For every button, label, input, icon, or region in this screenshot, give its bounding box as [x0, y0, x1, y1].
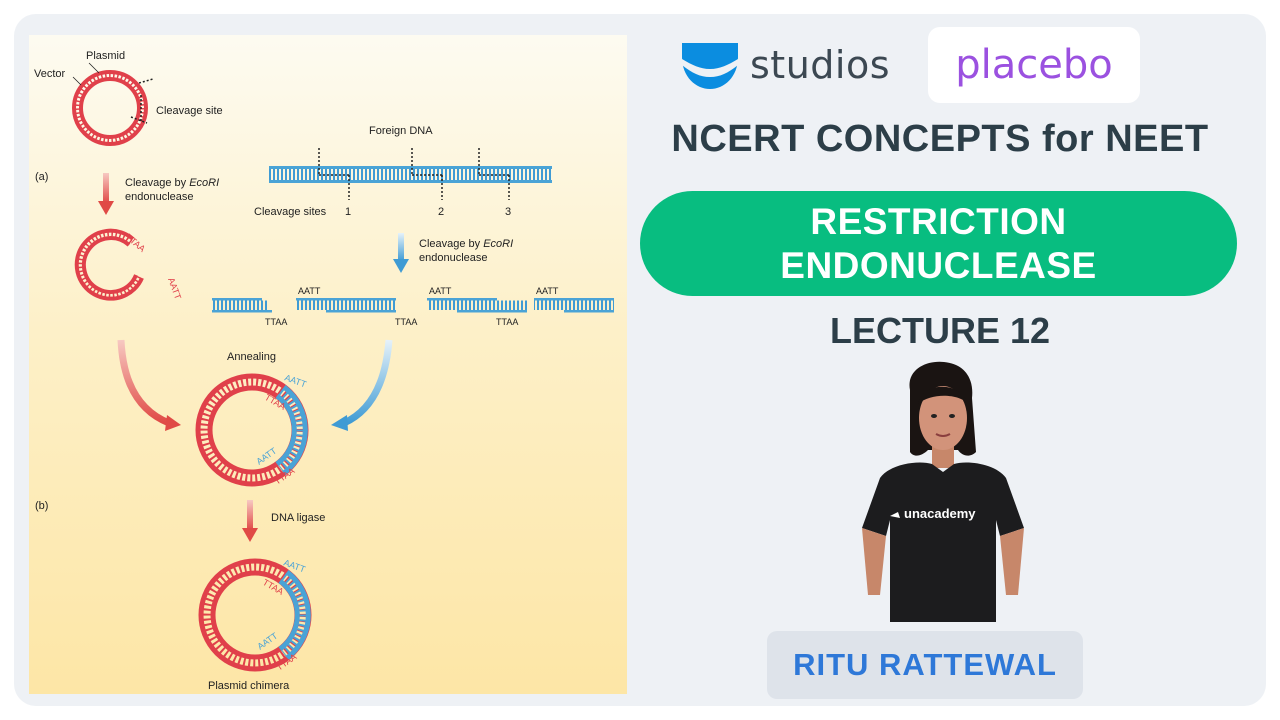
- course-title: NCERT CONCEPTS for NEET: [671, 118, 1209, 160]
- label-plasmid-chimera: Plasmid chimera: [208, 680, 290, 692]
- presenter-name-box: RITU RATTEWAL: [767, 631, 1083, 699]
- red-down-arrow-icon: [98, 173, 114, 215]
- label-endonuclease-left: endonuclease: [125, 191, 194, 203]
- label-endonuclease-right: endonuclease: [419, 252, 488, 264]
- fragment-ttaa-2: TTAA: [395, 317, 417, 327]
- label-site-3: 3: [505, 206, 511, 218]
- red-down-arrow-2-icon: [242, 500, 258, 542]
- shirt-logo-text: unacademy: [904, 506, 976, 521]
- label-dna-ligase: DNA ligase: [271, 512, 325, 524]
- studios-brand: studios: [680, 35, 890, 95]
- label-cleavage-site: Cleavage site: [156, 105, 223, 117]
- studios-wordmark: studios: [750, 43, 891, 87]
- blue-curved-arrow-icon: [331, 339, 393, 431]
- label-cleavage-sites: Cleavage sites: [254, 206, 327, 218]
- label-foreign-dna: Foreign DNA: [369, 125, 433, 137]
- topic-line-1: RESTRICTION: [810, 200, 1067, 242]
- fragment-aatt-3: AATT: [536, 286, 559, 296]
- label-part-a: (a): [35, 171, 48, 183]
- label-site-2: 2: [438, 206, 444, 218]
- label-site-1: 1: [345, 206, 351, 218]
- topic-line-2: ENDONUCLEASE: [780, 244, 1097, 286]
- fragment-ttaa-1: TTAA: [265, 317, 287, 327]
- presenter-name: RITU RATTEWAL: [793, 647, 1057, 682]
- plasmid-vector-ring: [72, 62, 154, 146]
- label-annealing: Annealing: [227, 351, 276, 363]
- blue-down-arrow-icon: [393, 233, 409, 273]
- dna-fragments: [212, 298, 614, 313]
- fragment-ttaa-3: TTAA: [496, 317, 518, 327]
- topic-pill: RESTRICTION ENDONUCLEASE: [640, 191, 1237, 296]
- fragment-aatt-2: AATT: [429, 286, 452, 296]
- unacademy-logo-icon: [682, 43, 738, 89]
- sticky-end-aatt-a: AATT: [166, 276, 183, 301]
- label-plasmid: Plasmid: [86, 50, 125, 62]
- fragment-aatt-1: AATT: [298, 286, 321, 296]
- label-vector: Vector: [34, 68, 66, 80]
- placebo-wordmark: placebo: [955, 42, 1113, 88]
- restriction-enzyme-diagram: Plasmid Vector Cleavage site (a) Cleavag…: [29, 35, 627, 694]
- label-cleavage-by-ecori-right: Cleavage by EcoRI: [419, 238, 513, 250]
- foreign-dna-strand: [269, 148, 552, 200]
- red-curved-arrow-icon: [117, 339, 181, 431]
- label-cleavage-by-ecori-left: Cleavage by EcoRI: [125, 177, 219, 189]
- annealed-plasmid-ring: [195, 373, 309, 487]
- lecture-number: LECTURE 12: [829, 310, 1051, 351]
- presenter-photo: unacademy: [862, 361, 1024, 622]
- plasmid-chimera-ring: [198, 558, 312, 672]
- label-part-b: (b): [35, 500, 48, 512]
- diagram-svg: Plasmid Vector Cleavage site (a) Cleavag…: [34, 50, 614, 692]
- cut-plasmid-ring: [74, 228, 144, 301]
- placebo-badge: placebo: [928, 27, 1140, 103]
